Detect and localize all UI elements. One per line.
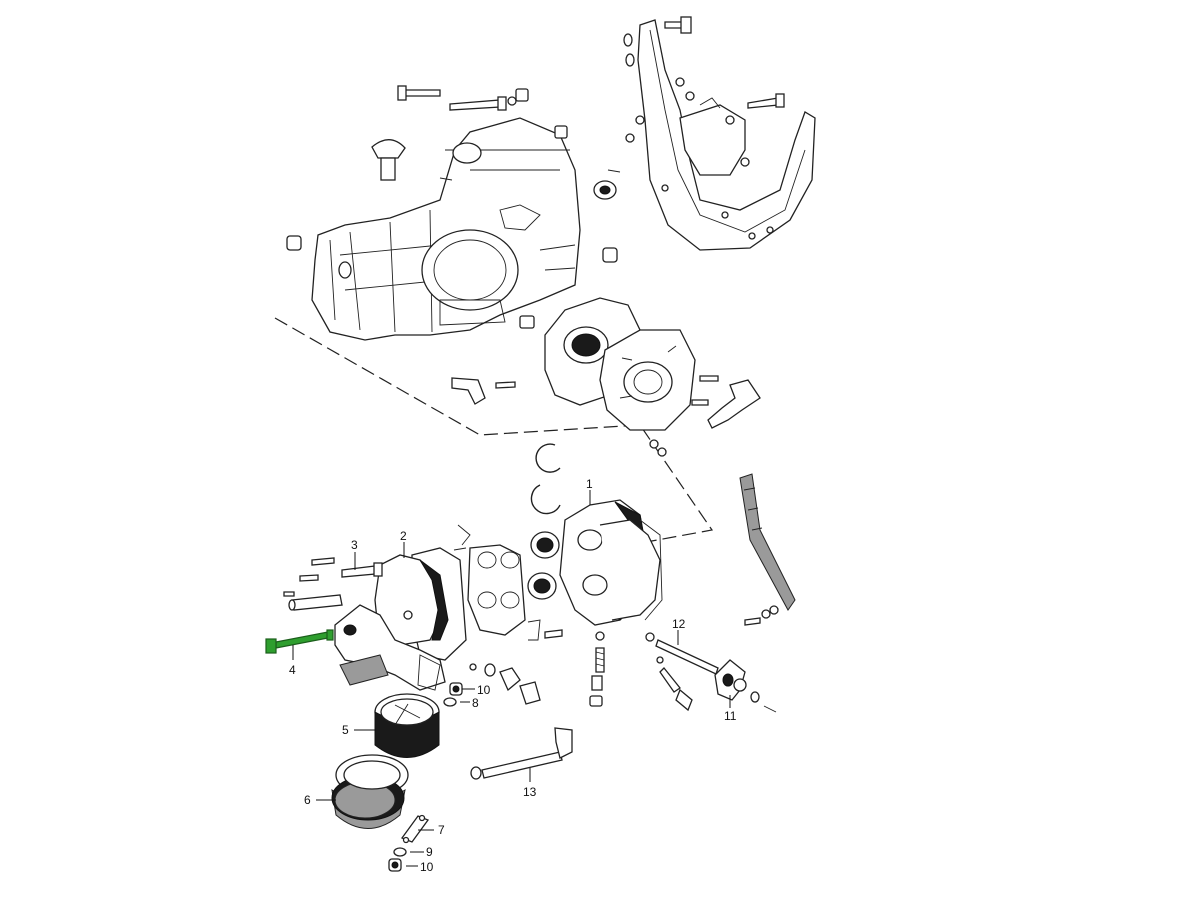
- callout-labels: 1 2 3 4 5 6 7 8 9 10 10 11 12 13: [289, 477, 737, 874]
- callout-10a: 10: [477, 683, 491, 697]
- bearings: [527, 531, 560, 600]
- callout-5: 5: [342, 723, 349, 737]
- oil-pump-housing: [334, 554, 449, 691]
- linkage-strip: [739, 473, 796, 626]
- filter-cover-part-5: [374, 693, 440, 758]
- mounting-bracket: [623, 16, 816, 251]
- callout-13: 13: [523, 785, 537, 799]
- leader-lines: [292, 490, 731, 867]
- assembly-dashed-outline: [274, 317, 714, 556]
- seal-housing-and-gasket: [544, 297, 761, 457]
- pump-pins: [283, 557, 383, 611]
- callout-9: 9: [426, 845, 433, 859]
- transmission-housing: [311, 117, 581, 341]
- callout-10b: 10: [420, 860, 434, 874]
- long-bolt-part-4[interactable]: [265, 629, 334, 654]
- callout-8: 8: [472, 696, 479, 710]
- housing-hardware: [286, 85, 621, 405]
- intermediate-plate: [559, 499, 663, 707]
- callout-7: 7: [438, 823, 445, 837]
- callout-6: 6: [304, 793, 311, 807]
- callout-1: 1: [586, 477, 593, 491]
- circlips: [530, 443, 561, 515]
- callout-2: 2: [400, 529, 407, 543]
- washers-and-nuts-upper: [443, 682, 463, 707]
- strainer-part-6: [331, 754, 409, 829]
- callout-11: 11: [724, 709, 737, 723]
- callout-4: 4: [289, 663, 296, 677]
- relief-valve-fittings: [469, 619, 563, 705]
- callout-3: 3: [351, 538, 358, 552]
- lever-assembly: [645, 632, 777, 713]
- small-bracket-part-7: [388, 814, 430, 872]
- shift-rod-part-13: [470, 727, 573, 780]
- callout-12: 12: [672, 617, 686, 631]
